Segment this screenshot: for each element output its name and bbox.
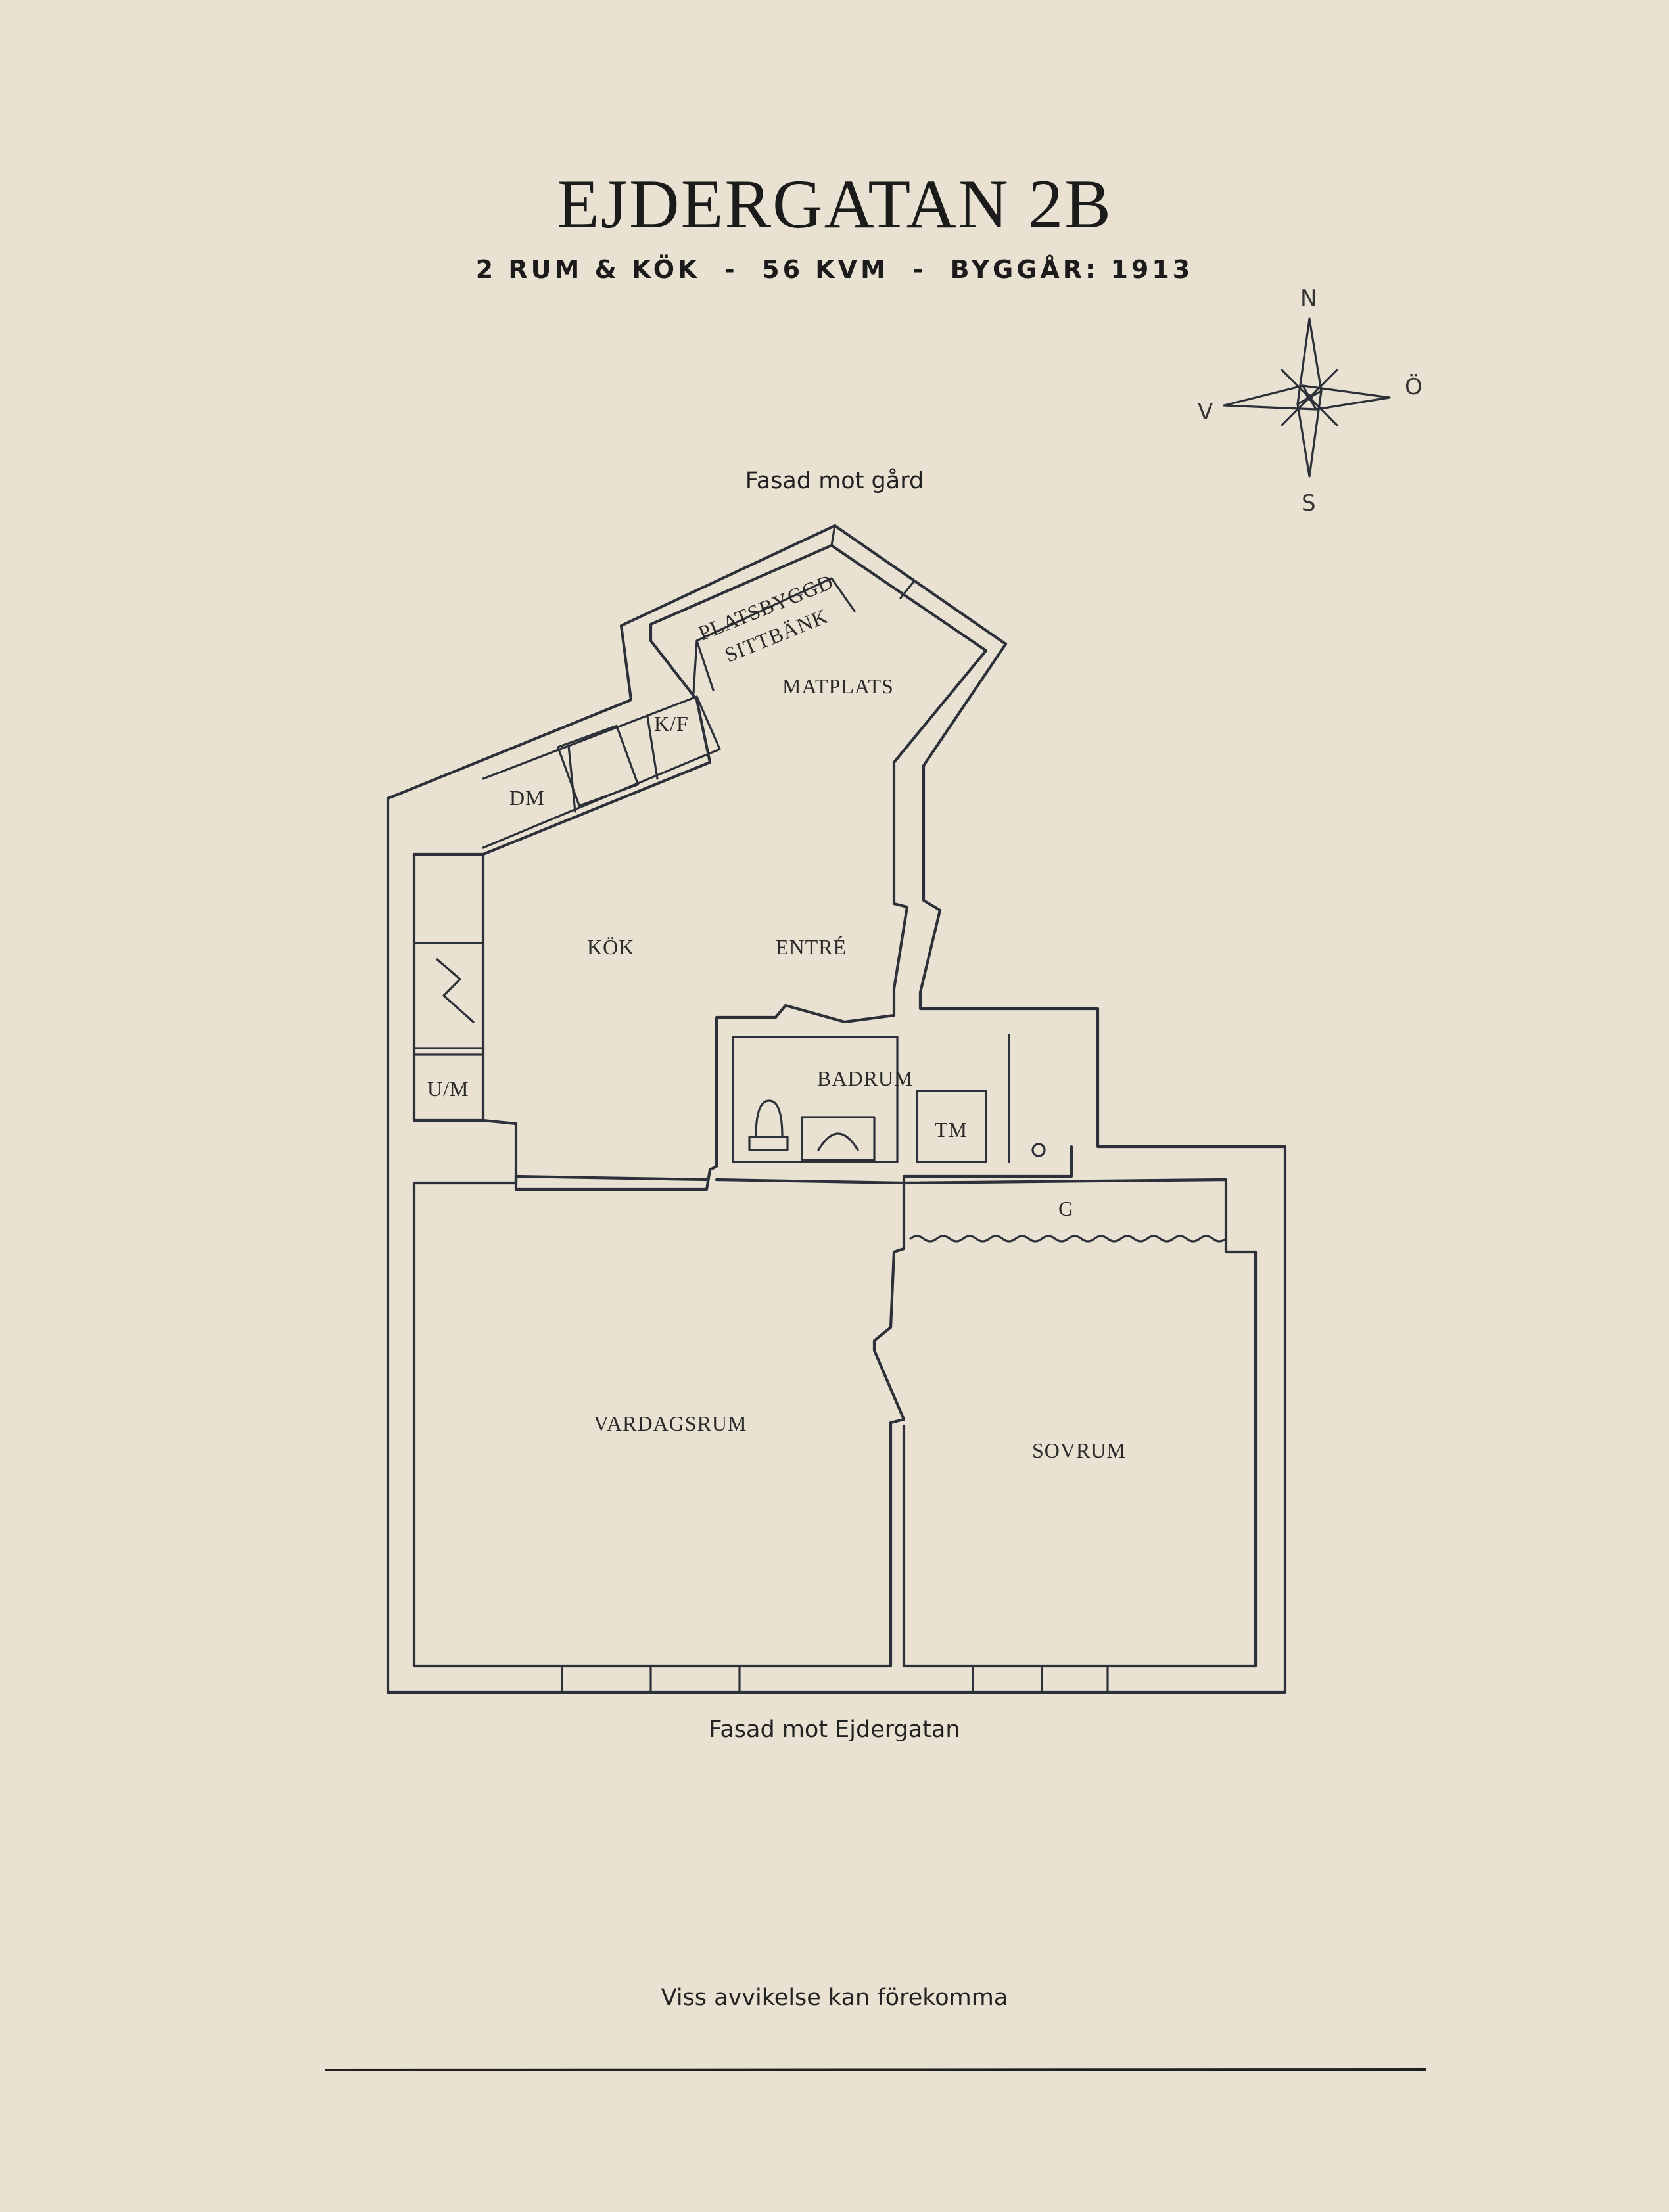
label-g: G [1058,1197,1074,1220]
sink-icon [817,1132,859,1151]
label-dm: DM [509,786,545,810]
bathroom-fixtures [732,1034,1046,1163]
disclaimer: Viss avvikelse kan förekomma [661,1985,1008,2011]
compass-north: N [1300,285,1317,311]
compass-rose-icon: N S Ö V [1198,285,1422,517]
label-um: U/M [427,1077,469,1101]
built-in-bench [692,524,915,695]
closet [909,1235,1227,1243]
top-facade-caption: Fasad mot gård [745,468,924,494]
floor-drain-icon [1031,1143,1046,1157]
kitchen-counter [482,695,721,849]
bottom-facade-caption: Fasad mot Ejdergatan [709,1717,960,1743]
label-matplats: MATPLATS [782,674,894,698]
label-entre: ENTRÉ [776,935,847,959]
label-kf: K/F [654,712,689,735]
room-labels: PLATSBYGGD SITTBÄNK MATPLATS K/F DM KÖK … [427,569,1126,1462]
label-kok: KÖK [587,935,634,959]
windows [561,1665,1109,1694]
page-title: EJDERGATAN 2B [557,166,1112,242]
outer-walls [386,524,1287,1694]
label-vardagsrum: VARDAGSRUM [594,1412,747,1435]
label-tm: TM [935,1118,968,1141]
left-storage [413,942,484,1122]
page-subtitle: 2 RUM & KÖK - 56 KVM - BYGGÅR: 1913 [475,255,1194,284]
footer-divider [325,2068,1426,2071]
toilet-icon [755,1099,784,1138]
label-sovrum: SOVRUM [1032,1439,1126,1462]
compass-east: Ö [1405,373,1422,400]
label-badrum: BADRUM [817,1067,913,1090]
compass-west: V [1198,399,1213,425]
compass-south: S [1302,490,1316,517]
